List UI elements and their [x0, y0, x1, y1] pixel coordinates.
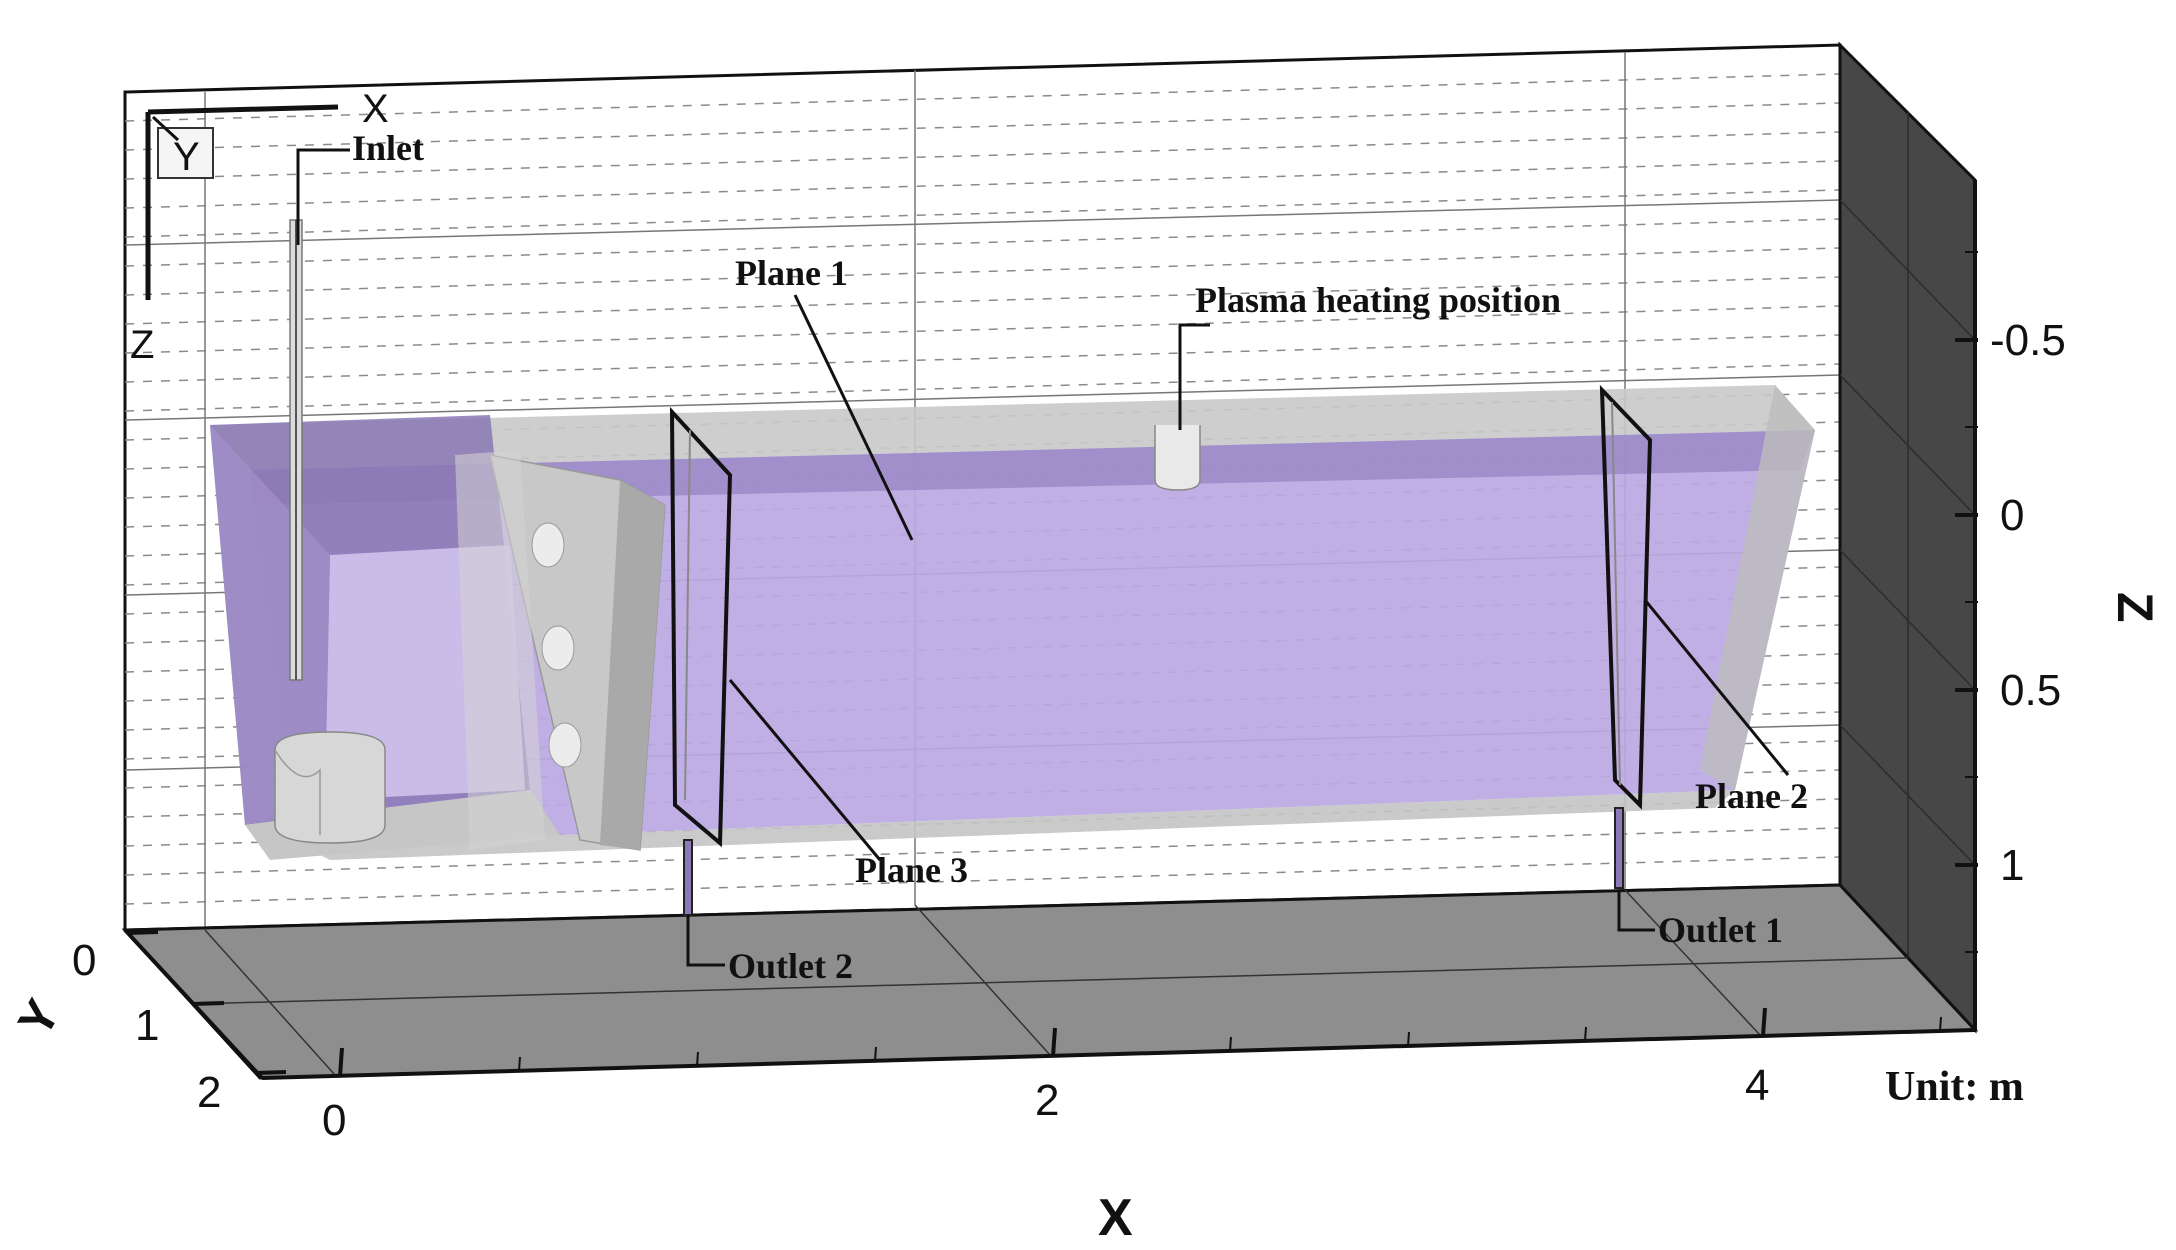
label-plasma: Plasma heating position [1195, 280, 1561, 320]
label-unit: Unit: m [1885, 1064, 2024, 1110]
y-axis-title: Y [9, 991, 71, 1045]
y-axis: 0 1 2 Y [9, 928, 287, 1117]
plasma-heater [1154, 425, 1201, 491]
label-inlet: Inlet [352, 128, 424, 168]
dashed-gridline [124, 334, 1841, 383]
inlet-pipe [289, 219, 303, 681]
dashed-gridline [124, 856, 1841, 905]
z-axis-title: Z [2107, 592, 2163, 623]
dashed-gridline [124, 827, 1841, 876]
x-axis: 0 2 4 X [261, 1007, 1976, 1247]
dashed-gridline [124, 218, 1841, 267]
label-plane-1: Plane 1 [735, 253, 848, 293]
x-tick-4: 4 [1745, 1061, 1769, 1110]
z-tick-0: 0 [2000, 491, 2024, 540]
dashed-gridline [124, 276, 1841, 325]
inlet-cylinder [274, 731, 386, 844]
label-outlet-1: Outlet 1 [1658, 910, 1783, 950]
triad-y-label: Y [173, 135, 200, 179]
callout-labels: Inlet Plane 1 Plasma heating position Pl… [352, 128, 2024, 1110]
leader-lines [296, 148, 1790, 967]
dashed-gridline [124, 189, 1841, 238]
y-tick-2: 2 [197, 1068, 221, 1117]
label-plane-3: Plane 3 [855, 850, 968, 890]
z-tick-0.5: 0.5 [2000, 666, 2061, 715]
dashed-gridline [124, 363, 1841, 412]
dashed-gridline [124, 160, 1841, 209]
z-tick-neg0.5: -0.5 [1990, 316, 2066, 365]
y-tick-1: 1 [135, 1001, 159, 1050]
dashed-gridline [124, 131, 1841, 180]
triad-x-label: X [362, 87, 389, 131]
orientation-triad: X Y Z [130, 87, 389, 367]
dashed-gridline [124, 73, 1841, 122]
z-tick-1: 1 [2000, 841, 2024, 890]
plane-3-outline [669, 406, 733, 848]
x-tick-0: 0 [322, 1096, 346, 1145]
dashed-gridline [124, 247, 1841, 296]
triad-z-label: Z [130, 323, 154, 367]
dashed-gridline [124, 305, 1841, 354]
right-wall [1838, 41, 1977, 1034]
baffle [455, 450, 666, 851]
label-outlet-2: Outlet 2 [728, 946, 853, 986]
dashed-gridline [124, 102, 1841, 151]
x-axis-title: X [1098, 1189, 1133, 1247]
plane-2-outline [1599, 384, 1653, 810]
z-axis: -0.5 0 0.5 1 Z [1955, 180, 2163, 1030]
x-tick-2: 2 [1035, 1076, 1059, 1125]
y-tick-0: 0 [72, 936, 96, 985]
label-plane-2: Plane 2 [1695, 776, 1808, 816]
